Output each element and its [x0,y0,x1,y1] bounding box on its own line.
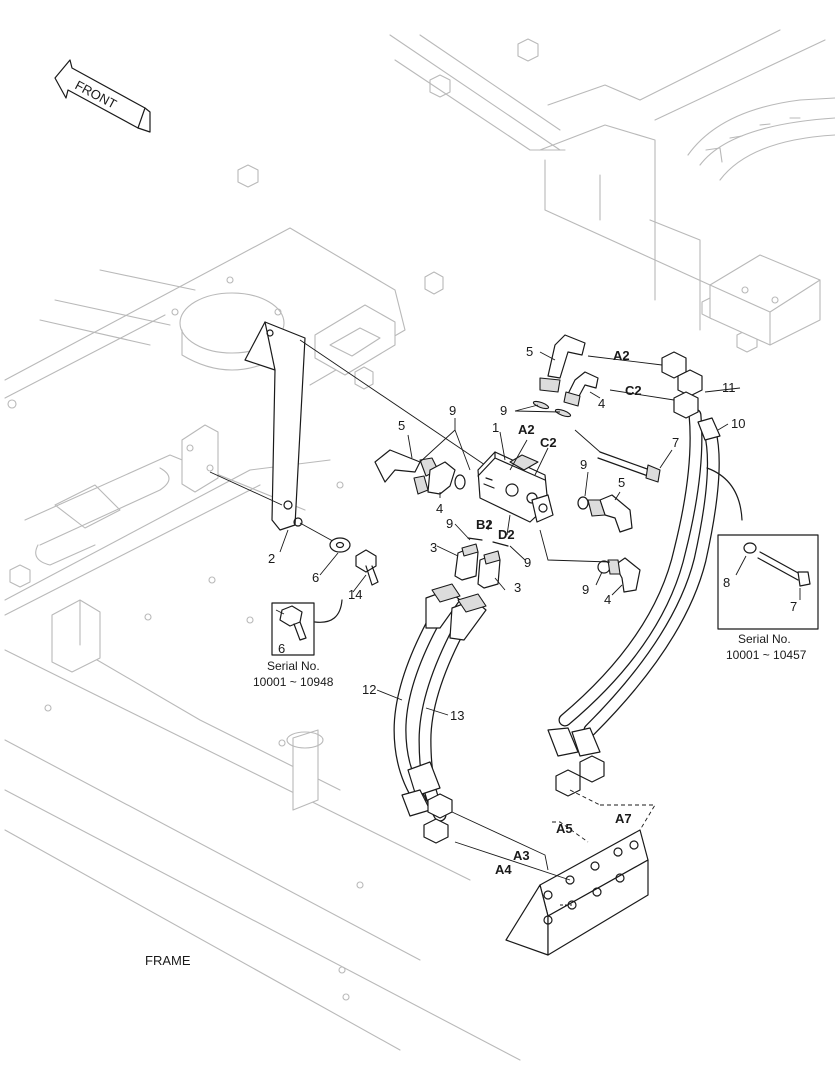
part-number-4a: 4 [598,396,605,411]
part-number-9c: 9 [580,457,587,472]
part-number-5c: 5 [618,475,625,490]
elbow-fittings [374,334,641,593]
inset-right-serial-range: 10001 ~ 10457 [726,648,807,662]
inset-left [271,602,315,656]
part-number-10: 10 [731,416,745,431]
part-number-9d: 9 [446,516,453,531]
port-label-c2-top: C2 [625,383,642,398]
front-arrow: FRONT [54,59,151,133]
port-label-c2-valve: C2 [540,435,557,450]
port-label-b2: B2 [476,517,493,532]
straight-connectors [454,543,501,589]
port-label-d2: D2 [498,527,515,542]
port-label-a3: A3 [513,848,530,863]
port-label-a5: A5 [556,821,573,836]
part-number-3b: 3 [514,580,521,595]
part-number-8: 8 [723,575,730,590]
o-rings [454,400,611,574]
bulkhead-plate [451,789,656,956]
inset-notes: Serial No. 10001 ~ 10948 Serial No. 1000… [253,632,807,689]
part-number-3a: 3 [430,540,437,555]
part-number-9f: 9 [582,582,589,597]
part-number-9b: 9 [449,403,456,418]
part-number-12: 12 [362,682,376,697]
part-number-14: 14 [348,587,362,602]
valve-bracket [209,321,486,531]
upper-structure [389,29,835,346]
part-number-6b: 6 [278,641,285,656]
long-bolt [574,429,661,483]
part-number-6a: 6 [312,570,319,585]
part-number-9e: 9 [524,555,531,570]
part-number-9a: 9 [500,403,507,418]
inset-left-serial-range: 10001 ~ 10948 [253,675,334,689]
port-label-a2-valve: A2 [518,422,535,437]
part-number-5b: 5 [398,418,405,433]
port-labels: A2 C2 A2 C2 B2 D2 A3 A4 A5 A7 [476,348,642,877]
part-number-5a: 5 [526,344,533,359]
port-label-a4: A4 [495,862,512,877]
inset-left-serial-label: Serial No. [267,659,320,673]
part-number-4b: 4 [436,501,443,516]
part-number-11: 11 [722,380,736,395]
part-number-1: 1 [492,420,499,435]
part-number-7b: 7 [790,599,797,614]
part-number-4c: 4 [604,592,611,607]
inset-right-serial-label: Serial No. [738,632,791,646]
part-number-7a: 7 [672,435,679,450]
part-number-2: 2 [268,551,275,566]
bracket-fasteners [299,522,379,586]
frame-structure [4,38,758,1061]
inset-right [717,534,819,630]
port-label-a7: A7 [615,811,632,826]
frame-label: FRAME [145,953,191,968]
leader-lines [279,351,743,716]
part-number-13: 13 [450,708,464,723]
hoses [393,351,721,844]
port-label-a2-top: A2 [613,348,630,363]
callout-labels: 1 2 3 3 4 4 4 5 5 5 6 6 7 7 8 9 9 9 9 9 … [268,344,797,723]
